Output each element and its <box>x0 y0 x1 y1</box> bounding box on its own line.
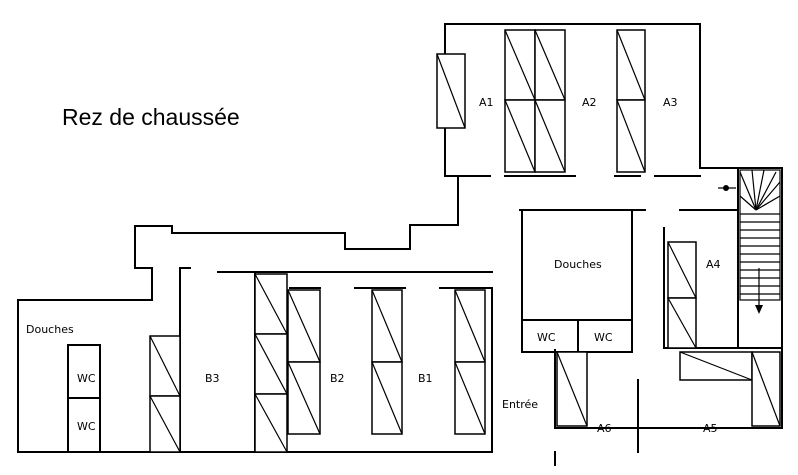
beds <box>149 29 781 453</box>
label-b2: B2 <box>330 372 345 385</box>
bed <box>371 361 403 435</box>
bed <box>616 99 646 173</box>
label-a5: A5 <box>703 422 718 435</box>
stair-winder <box>751 169 757 211</box>
staircase <box>739 169 781 301</box>
bed <box>254 333 288 395</box>
bed <box>287 361 321 435</box>
label-wc-left-bottom: WC <box>77 420 96 433</box>
bed <box>149 395 181 453</box>
label-wc-center-right: WC <box>594 331 613 344</box>
bed <box>371 289 403 363</box>
label-a6: A6 <box>597 422 612 435</box>
bed <box>679 351 753 381</box>
stair-winder <box>739 171 757 211</box>
bed <box>454 289 486 363</box>
bed <box>504 99 536 173</box>
label-a4: A4 <box>706 258 721 271</box>
bed <box>556 351 588 427</box>
label-b1: B1 <box>418 372 433 385</box>
label-entree: Entrée <box>502 398 538 411</box>
stair-winder <box>755 171 777 211</box>
bed <box>454 361 486 435</box>
bed <box>436 53 466 129</box>
bed <box>149 335 181 397</box>
bed <box>667 241 697 299</box>
stair-winder <box>755 195 781 211</box>
stair-winder <box>755 169 765 211</box>
floor-title: Rez de chaussée <box>62 104 240 130</box>
bed <box>751 351 781 427</box>
label-wc-left-top: WC <box>77 372 96 385</box>
bed <box>534 99 566 173</box>
label-douches-left: Douches <box>26 323 74 336</box>
label-b3: B3 <box>205 372 220 385</box>
stair-arrow-icon <box>718 185 763 314</box>
bed <box>504 29 536 101</box>
bed <box>616 29 646 101</box>
bed <box>287 289 321 363</box>
label-wc-center-left: WC <box>537 331 556 344</box>
bed <box>254 393 288 453</box>
stair-winder <box>739 195 757 211</box>
stair-outline <box>739 169 781 301</box>
bed <box>254 273 288 335</box>
stair-winder <box>755 181 781 211</box>
label-a1: A1 <box>479 96 494 109</box>
outer-walls <box>17 23 783 466</box>
label-douches-center: Douches <box>554 258 602 271</box>
bed <box>667 297 697 349</box>
label-a3: A3 <box>663 96 678 109</box>
bed <box>534 29 566 101</box>
label-a2: A2 <box>582 96 597 109</box>
